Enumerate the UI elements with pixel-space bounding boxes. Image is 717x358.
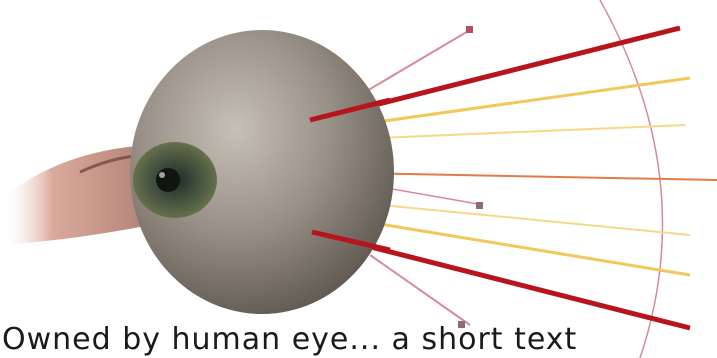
marker-middle [476, 202, 483, 209]
marker-top [466, 26, 473, 33]
caption-text: Owned by human eye... a short text [2, 322, 577, 357]
ray-bottom-pink [370, 255, 470, 325]
pupil [156, 168, 180, 192]
pupil-highlight [159, 172, 165, 178]
